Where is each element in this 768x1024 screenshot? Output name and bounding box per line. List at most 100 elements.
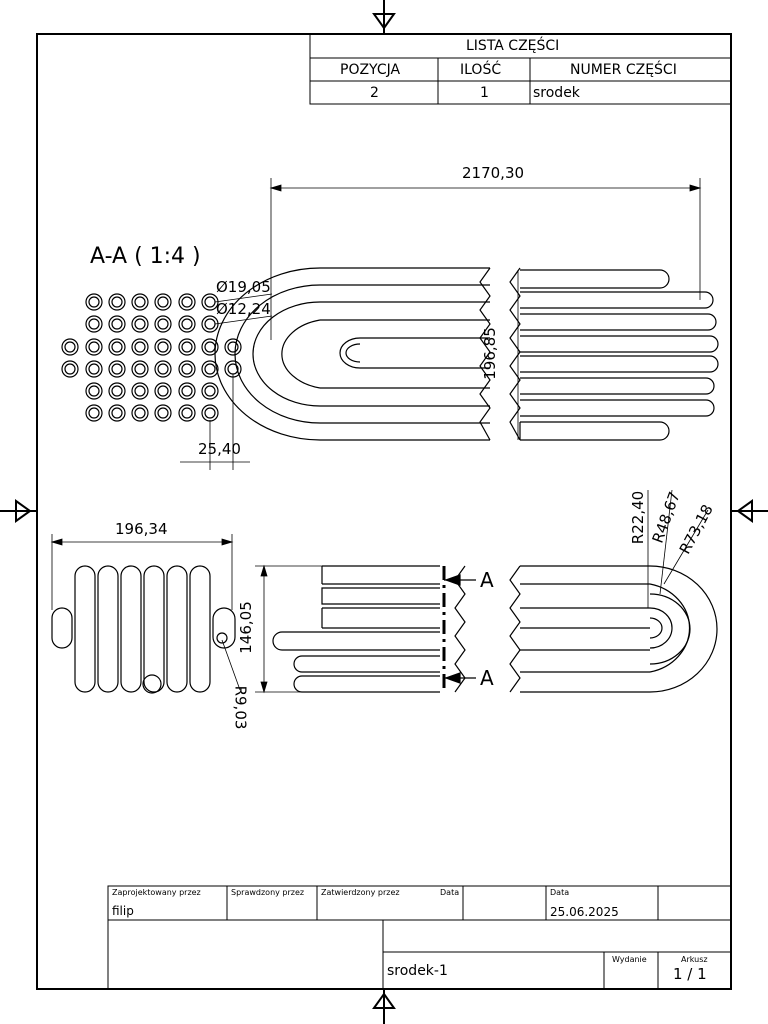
tube-outer-circle xyxy=(178,315,196,333)
top-view-drawing xyxy=(214,267,719,441)
designed-by-value: filip xyxy=(112,904,134,918)
tube-outer-circle xyxy=(178,382,196,400)
dim-front-height: 146,05 xyxy=(236,601,255,654)
tube-inner-circle xyxy=(64,363,76,375)
dim-overall-length: 2170,30 xyxy=(462,164,525,182)
tube-outer-circle xyxy=(178,404,196,422)
drawing-name: srodek-1 xyxy=(387,963,448,979)
tube-outer-circle xyxy=(108,315,126,333)
section-dimension-lines xyxy=(180,293,273,470)
side-view-dimension-lines xyxy=(50,534,241,691)
tube-inner-circle xyxy=(157,341,169,353)
tube-inner-circle xyxy=(157,363,169,375)
tube-inner-circle xyxy=(111,363,123,375)
centering-mark-right xyxy=(731,499,768,523)
tube-outer-circle xyxy=(85,404,103,422)
sheet-label: Arkusz xyxy=(681,955,708,964)
tube-outer-circle xyxy=(85,293,103,311)
tube-outer-circle xyxy=(131,404,149,422)
checked-by-label: Sprawdzony przez xyxy=(231,888,305,897)
parts-list-table xyxy=(309,33,732,105)
tube-outer-circle xyxy=(108,382,126,400)
tube-outer-circle xyxy=(108,293,126,311)
title-block xyxy=(107,885,732,990)
tube-outer-circle xyxy=(154,293,172,311)
tube-outer-circle xyxy=(201,360,219,378)
tube-inner-circle xyxy=(204,363,216,375)
tube-outer-circle xyxy=(178,360,196,378)
tube-outer-circle xyxy=(85,360,103,378)
sheet-number: 1 / 1 xyxy=(673,965,707,983)
dim-top-height: 196,85 xyxy=(480,327,499,380)
approved-by-label: Zatwierdzony przez xyxy=(321,888,400,897)
tube-outer-circle xyxy=(131,382,149,400)
side-view-drawing xyxy=(51,565,236,694)
tube-inner-circle xyxy=(111,385,123,397)
section-marker-top: A xyxy=(480,568,494,592)
sheet-border xyxy=(36,33,732,990)
parts-list-header-part-number: NUMER CZĘŚCI xyxy=(570,62,677,78)
tube-inner-circle xyxy=(134,407,146,419)
tube-inner-circle xyxy=(181,363,193,375)
tube-outer-circle xyxy=(108,360,126,378)
centering-mark-top xyxy=(372,0,396,34)
tube-inner-circle xyxy=(134,341,146,353)
tube-inner-circle xyxy=(64,341,76,353)
tube-inner-circle xyxy=(204,341,216,353)
parts-list-header-position: POZYCJA xyxy=(340,62,401,78)
dim-radius-inner: R22,40 xyxy=(629,490,648,545)
parts-list-title: LISTA CZĘŚCI xyxy=(466,38,560,54)
tube-inner-circle xyxy=(157,385,169,397)
dim-outer-diameter: Ø19,05 xyxy=(216,278,271,296)
parts-list-cell-quantity: 1 xyxy=(480,85,489,101)
tube-outer-circle xyxy=(178,338,196,356)
tube-inner-circle xyxy=(134,296,146,308)
date-label-approved: Data xyxy=(440,888,460,897)
tube-inner-circle xyxy=(111,341,123,353)
tube-outer-circle xyxy=(85,315,103,333)
tube-inner-circle xyxy=(181,385,193,397)
tube-outer-circle xyxy=(201,404,219,422)
tube-outer-circle xyxy=(201,338,219,356)
tube-inner-circle xyxy=(88,341,100,353)
tube-inner-circle xyxy=(111,296,123,308)
tube-inner-circle xyxy=(181,341,193,353)
section-tube-grid xyxy=(61,293,242,422)
tube-inner-circle xyxy=(181,407,193,419)
tube-outer-circle xyxy=(85,382,103,400)
designed-by-label: Zaprojektowany przez xyxy=(112,888,201,897)
tube-outer-circle xyxy=(108,404,126,422)
tube-inner-circle xyxy=(157,296,169,308)
tube-inner-circle xyxy=(111,318,123,330)
tube-inner-circle xyxy=(88,296,100,308)
dim-side-width: 196,34 xyxy=(115,520,168,538)
centering-mark-bottom xyxy=(372,989,396,1024)
parts-list-header-quantity: ILOŚĆ xyxy=(460,62,502,78)
tube-inner-circle xyxy=(111,407,123,419)
tube-inner-circle xyxy=(181,296,193,308)
tube-inner-circle xyxy=(134,363,146,375)
section-marker-bottom: A xyxy=(480,666,494,690)
tube-outer-circle xyxy=(61,360,79,378)
tube-inner-circle xyxy=(157,318,169,330)
tube-outer-circle xyxy=(154,315,172,333)
parts-list-cell-part-number: srodek xyxy=(533,85,580,101)
front-view-dimension-lines xyxy=(255,489,709,694)
date-value: 25.06.2025 xyxy=(550,905,619,919)
tube-inner-circle xyxy=(204,407,216,419)
tube-inner-circle xyxy=(181,318,193,330)
centering-mark-left xyxy=(0,499,37,523)
parts-list-cell-position: 2 xyxy=(370,85,379,101)
tube-inner-circle xyxy=(204,318,216,330)
tube-outer-circle xyxy=(154,338,172,356)
tube-outer-circle xyxy=(154,360,172,378)
tube-inner-circle xyxy=(157,407,169,419)
section-arrows xyxy=(444,574,476,684)
tube-outer-circle xyxy=(201,293,219,311)
section-view-label: A-A ( 1:4 ) xyxy=(90,244,201,269)
tube-outer-circle xyxy=(131,315,149,333)
tube-inner-circle xyxy=(88,407,100,419)
tube-outer-circle xyxy=(131,338,149,356)
tube-inner-circle xyxy=(88,318,100,330)
tube-outer-circle xyxy=(131,293,149,311)
